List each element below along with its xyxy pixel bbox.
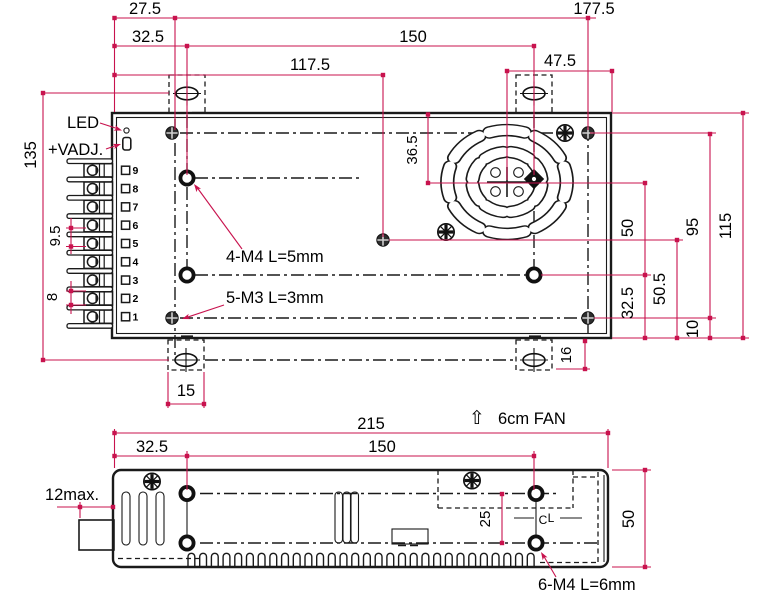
phillips-screw-icon [436, 222, 456, 242]
m4-hole-icon [527, 484, 545, 503]
mounting-slot-icon [171, 347, 201, 373]
dim-label-50-5: 50.5 [651, 273, 669, 305]
component-box [391, 528, 429, 547]
terminal-number: 9 [133, 165, 139, 177]
dim-label-135: 135 [22, 141, 40, 169]
dim-label-50-side: 50 [620, 510, 638, 528]
led-indicator [123, 127, 130, 134]
dim-label-115: 115 [717, 213, 735, 239]
mounting-tab-bottom-right [515, 339, 553, 373]
top-view: 9 8 7 6 5 4 3 2 1 [22, 0, 749, 408]
m4-hole-icon [178, 266, 196, 284]
terminal-number: 7 [133, 202, 139, 214]
dim-label-32-5-right: 32.5 [619, 287, 637, 319]
dim-label-117-5: 117.5 [290, 56, 330, 74]
side-leader-lines [538, 550, 557, 578]
dim-label-47-5: 47.5 [544, 52, 576, 70]
side-view-dimensions [57, 429, 651, 578]
m3-screw-icon [580, 310, 596, 326]
dim-label-32-5: 32.5 [132, 28, 164, 46]
dim-label-16: 16 [558, 347, 575, 364]
m4-hole-icon [525, 266, 543, 284]
side-view: ⇧ 6cm FAN 215 150 32.5 12max. 25 50 6-M4… [45, 408, 651, 594]
terminal-number: 2 [133, 293, 139, 305]
dim-label-10: 10 [684, 320, 702, 338]
enclosure-outline [110, 111, 613, 340]
terminal-numbers: 9 8 7 6 5 4 3 2 1 [133, 165, 139, 323]
dim-label-15: 15 [177, 382, 195, 400]
leader-lines [99, 122, 243, 322]
fan-label: 6cm FAN [498, 410, 566, 428]
side-vent-slots-left [121, 491, 165, 546]
mounting-tab-bottom-left [167, 339, 205, 373]
dim-label-8: 8 [44, 293, 61, 301]
dim-label-25: 25 [477, 511, 494, 528]
vadj-label: +VADJ. [48, 141, 103, 159]
dim-label-32-5-side: 32.5 [136, 438, 168, 456]
m3-screw-icon [165, 310, 179, 326]
terminal-number: 8 [133, 183, 139, 195]
mounting-slot-icon [519, 347, 549, 373]
voltage-adjust-pot [122, 136, 132, 151]
phillips-screw-icon [142, 471, 162, 492]
centerline-symbol: C L [539, 511, 555, 527]
m3-screw-icon [165, 126, 179, 140]
hidden-lines [118, 470, 599, 564]
terminal-number: 1 [133, 311, 139, 323]
dim-label-27-5: 27.5 [129, 0, 161, 18]
terminal-number: 5 [133, 238, 139, 250]
dim-label-50: 50 [619, 219, 637, 237]
callout-m4-screws: 4-M4 L=5mm [226, 248, 324, 266]
dim-label-12max: 12max. [45, 486, 99, 504]
led-label: LED [67, 114, 99, 132]
centerline-l: L [548, 511, 555, 525]
dim-label-9-5: 9.5 [47, 226, 64, 247]
dim-label-215: 215 [357, 415, 385, 433]
fan-direction-arrow-icon: ⇧ [469, 408, 485, 429]
terminal-block: 9 8 7 6 5 4 3 2 1 [66, 158, 139, 329]
dim-label-177-5: 177.5 [573, 0, 614, 18]
m4-hole-icon [178, 534, 196, 552]
dim-label-36-5: 36.5 [404, 135, 421, 164]
dim-label-150-side: 150 [368, 438, 396, 456]
phillips-screw-icon [555, 123, 575, 143]
terminal-number: 4 [133, 257, 139, 269]
callout-m4-side: 6-M4 L=6mm [538, 576, 636, 594]
top-view-dimensions [40, 15, 749, 408]
side-vent-slots-middle [334, 491, 360, 544]
centerline-c: C [539, 513, 548, 527]
m4-hole-icon [527, 534, 545, 552]
terminal-number: 6 [133, 220, 139, 232]
dim-label-150: 150 [399, 28, 427, 46]
phillips-screw-icon [462, 470, 482, 491]
terminal-block-side [78, 519, 115, 551]
dim-label-95: 95 [684, 218, 702, 236]
callout-m3-screws: 5-M3 L=3mm [226, 289, 324, 307]
terminal-number: 3 [133, 275, 139, 287]
